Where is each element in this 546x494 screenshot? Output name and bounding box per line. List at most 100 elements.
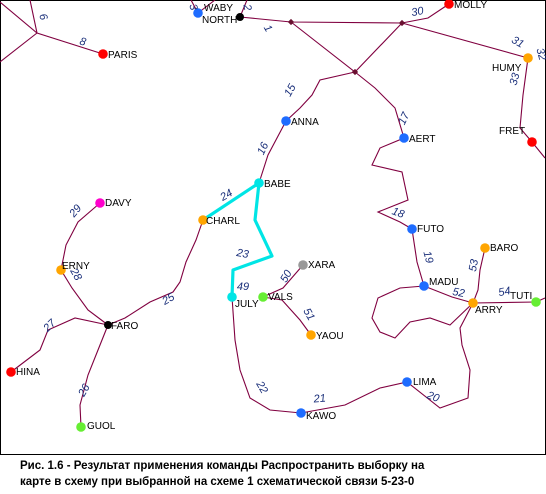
- route-segment: [10, 202, 109, 373]
- node-label-kawo: KAWO: [306, 411, 336, 422]
- edge-label: 22: [253, 378, 270, 395]
- edge-label: 33: [508, 71, 523, 87]
- node-label-arry: ARRY: [475, 305, 503, 316]
- node-molly: [444, 0, 454, 9]
- route-segment: [107, 219, 204, 326]
- node-humy: [523, 53, 533, 63]
- node-label-humy: HUMY: [492, 63, 522, 74]
- edge-label: 49: [237, 281, 249, 293]
- route-segment: [371, 285, 474, 339]
- node-label-fret: FRET: [499, 126, 525, 137]
- node-label-paris: PARIS: [108, 50, 138, 61]
- edge-label: 31: [509, 34, 526, 51]
- node-baro: [480, 243, 490, 253]
- node-label-vals: VALS: [268, 292, 293, 303]
- edge-label: 54: [497, 285, 511, 299]
- edge-label: 6: [36, 12, 50, 23]
- route-segment: [262, 264, 304, 298]
- node-label-xara: XARA: [308, 260, 336, 271]
- node-lima: [402, 377, 412, 387]
- edge-label: 27: [41, 317, 59, 335]
- edge-label: 52: [451, 286, 465, 300]
- node-waby: [193, 8, 203, 18]
- route-segment: [0, 1, 104, 55]
- node-vals: [258, 292, 268, 302]
- node-arry: [468, 298, 478, 308]
- node-label-aert: AERT: [409, 134, 436, 145]
- node-label-tuti: TUTI: [510, 291, 532, 302]
- node-label-anna: ANNA: [291, 117, 319, 128]
- node-guol: [76, 422, 86, 432]
- node-label-babe: BABE: [264, 179, 291, 190]
- figure-caption: Рис. 1.6 - Результат применения команды …: [20, 458, 540, 490]
- node-paris: [98, 49, 108, 59]
- edge-label: 21: [312, 393, 326, 406]
- route-segment: [401, 22, 529, 59]
- edge-label: 2: [240, 2, 253, 11]
- node-label-faro: FARO: [111, 321, 138, 332]
- edge-label: 18: [390, 205, 406, 221]
- node-label-molly: MOLLY: [454, 0, 487, 11]
- node-label-charl: CHARL: [206, 216, 240, 227]
- route-segment: [519, 57, 546, 159]
- junction-points: [287, 18, 406, 76]
- route-segment: [354, 71, 537, 304]
- node-yaou: [306, 330, 316, 340]
- route-segment: [262, 296, 312, 336]
- edge-label: 53: [467, 258, 481, 273]
- edge-label: 15: [282, 81, 299, 98]
- route-segment: [231, 296, 302, 414]
- node-futo: [407, 224, 417, 234]
- node-label-davy: DAVY: [105, 198, 132, 209]
- edge-label: 8: [78, 36, 88, 49]
- edge-label: 3: [186, 3, 199, 13]
- edge-label: 19: [421, 250, 436, 265]
- route-segment: [258, 71, 356, 184]
- edge-label: 17: [396, 110, 412, 127]
- node-label-futo: FUTO: [417, 224, 444, 235]
- node-label-baro: BARO: [490, 243, 519, 254]
- route-lines: [0, 0, 546, 428]
- node-hina: [6, 367, 16, 377]
- node-label-july: JULY: [235, 299, 259, 310]
- edge-label: 24: [217, 187, 234, 204]
- node-label-yaou: YAOU: [316, 331, 344, 342]
- edge-label: 16: [255, 140, 271, 157]
- node-july: [227, 292, 237, 302]
- edge-label: 1: [261, 23, 274, 34]
- node-label-lima: LIMA: [413, 377, 437, 388]
- node-label-north: NORTH: [202, 15, 237, 26]
- highlighted-segment: [230, 182, 274, 298]
- node-faro: [104, 321, 112, 329]
- node-tuti: [531, 297, 541, 307]
- edge-label: 23: [234, 247, 250, 261]
- edge-label: 25: [159, 291, 177, 308]
- node-fret: [527, 137, 537, 147]
- node-aert: [399, 133, 409, 143]
- node-label-hina: HINA: [16, 367, 40, 378]
- map-frame: [0, 0, 546, 455]
- caption-line-1: Рис. 1.6 - Результат применения команды …: [20, 460, 425, 472]
- highlighted-route: [202, 181, 274, 298]
- node-babe: [254, 178, 264, 188]
- route-segment: [290, 21, 403, 73]
- node-label-erny: ERNY: [62, 261, 90, 272]
- route-segment: [29, 0, 38, 34]
- node-anna: [281, 116, 291, 126]
- edge-label: 50: [278, 267, 295, 284]
- route-segment: [0, 32, 38, 63]
- highlighted-segment: [202, 181, 260, 222]
- edge-label: 51: [300, 306, 317, 323]
- node-xara: [298, 260, 308, 270]
- route-segment: [79, 324, 109, 428]
- edge-label: 29: [67, 203, 85, 221]
- node-davy: [95, 198, 105, 208]
- node-label-waby: WABY: [204, 3, 233, 14]
- route-segment: [472, 247, 486, 304]
- node-kawo: [296, 408, 306, 418]
- edge-label: 32: [534, 47, 546, 62]
- node-label-madu: MADU: [429, 277, 458, 288]
